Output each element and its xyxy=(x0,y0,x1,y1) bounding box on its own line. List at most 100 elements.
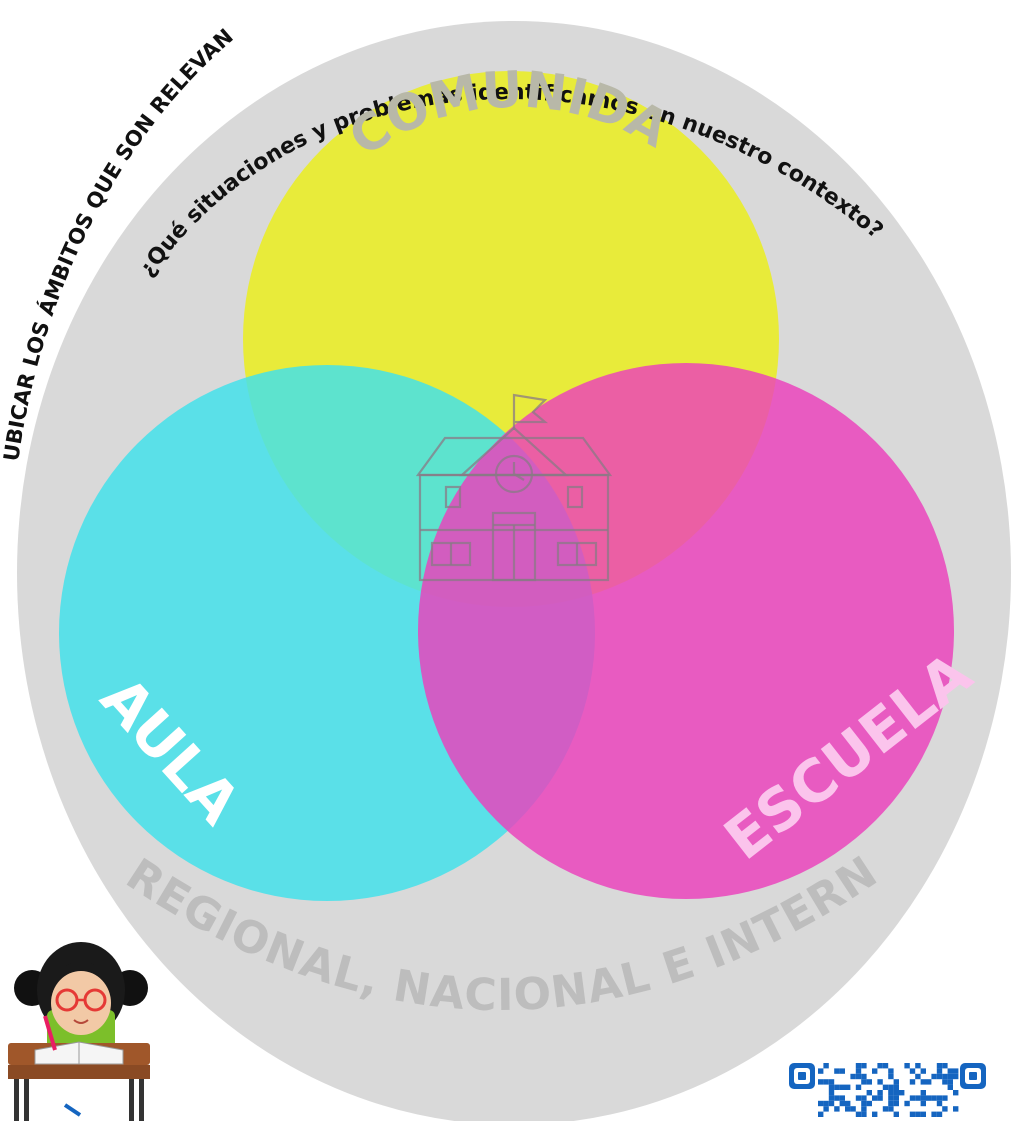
qr-module xyxy=(818,1100,824,1107)
qr-module xyxy=(855,1111,862,1117)
qr-module xyxy=(845,1084,851,1090)
qr-module xyxy=(834,1084,840,1090)
qr-module xyxy=(866,1100,872,1107)
qr-module xyxy=(888,1084,894,1090)
qr-module xyxy=(888,1073,894,1080)
qr-module xyxy=(855,1095,862,1101)
qr-module xyxy=(920,1095,926,1101)
qr-module xyxy=(823,1079,829,1085)
qr-module xyxy=(942,1063,948,1069)
qr-module xyxy=(920,1068,926,1074)
girl-writing-illustration xyxy=(8,942,150,1121)
qr-module xyxy=(893,1111,899,1117)
qr-module xyxy=(855,1084,862,1090)
qr-module xyxy=(882,1106,889,1112)
qr-module xyxy=(823,1063,829,1069)
qr-module xyxy=(947,1073,953,1080)
qr-module xyxy=(920,1090,926,1096)
qr-module xyxy=(828,1079,835,1085)
school-building-icon xyxy=(415,393,613,582)
qr-module xyxy=(866,1090,872,1096)
qr-module xyxy=(818,1111,824,1117)
qr-module xyxy=(936,1111,943,1117)
qr-module xyxy=(861,1095,867,1101)
qr-module xyxy=(877,1079,883,1085)
qr-module xyxy=(845,1100,851,1107)
qr-module xyxy=(947,1079,953,1085)
qr-module xyxy=(909,1068,916,1074)
qr-module xyxy=(953,1068,959,1074)
qr-module xyxy=(839,1095,845,1101)
qr-module xyxy=(893,1095,899,1101)
qr-module xyxy=(904,1100,910,1107)
qr-module xyxy=(931,1111,937,1117)
qr-module xyxy=(936,1063,943,1069)
qr-module xyxy=(915,1073,921,1080)
qr-module xyxy=(942,1073,948,1080)
qr-module xyxy=(888,1095,894,1101)
qr-module xyxy=(942,1079,948,1085)
qr-module xyxy=(936,1073,943,1080)
qr-module xyxy=(936,1068,943,1074)
qr-module xyxy=(931,1073,937,1080)
qr-module xyxy=(947,1084,953,1090)
qr-module xyxy=(855,1073,862,1080)
qr-module xyxy=(855,1063,862,1069)
qr-module xyxy=(909,1079,916,1085)
qr-module xyxy=(877,1063,883,1069)
qr-module xyxy=(877,1095,883,1101)
qr-module xyxy=(888,1090,894,1096)
qr-module xyxy=(953,1090,959,1096)
qr-module xyxy=(926,1079,932,1085)
qr-module xyxy=(888,1100,894,1107)
qr-module xyxy=(834,1068,840,1074)
qr-module xyxy=(834,1106,840,1112)
qr-module xyxy=(855,1068,862,1074)
qr-module xyxy=(893,1079,899,1085)
qr-module xyxy=(861,1106,867,1112)
qr-module xyxy=(834,1095,840,1101)
qr-code-modules xyxy=(818,1063,959,1117)
qr-module xyxy=(915,1095,921,1101)
qr-module xyxy=(823,1106,829,1112)
qr-module xyxy=(920,1100,926,1107)
qr-module xyxy=(861,1111,867,1117)
qr-module xyxy=(828,1095,835,1101)
qr-module xyxy=(850,1106,856,1112)
qr-module xyxy=(850,1073,856,1080)
qr-module xyxy=(942,1106,948,1112)
qr-module xyxy=(893,1090,899,1096)
qr-module xyxy=(872,1095,878,1101)
qr-module xyxy=(909,1095,916,1101)
qr-module xyxy=(942,1095,948,1101)
qr-module xyxy=(861,1100,867,1107)
qr-module xyxy=(888,1106,894,1112)
qr-module xyxy=(845,1106,851,1112)
qr-module xyxy=(936,1095,943,1101)
qr-module xyxy=(872,1111,878,1117)
qr-module xyxy=(861,1063,867,1069)
qr-module xyxy=(823,1100,829,1107)
qr-module xyxy=(818,1068,824,1074)
qr-module xyxy=(915,1063,921,1069)
qr-finder-top-right-eye xyxy=(969,1072,977,1080)
qr-module xyxy=(931,1095,937,1101)
qr-module xyxy=(953,1073,959,1080)
qr-module xyxy=(953,1106,959,1112)
qr-module xyxy=(828,1090,835,1096)
qr-module xyxy=(893,1084,899,1090)
qr-module xyxy=(828,1100,835,1107)
qr-module xyxy=(904,1063,910,1069)
circle-escuela xyxy=(418,363,954,899)
qr-module xyxy=(909,1111,916,1117)
qr-module xyxy=(893,1100,899,1107)
qr-module xyxy=(828,1084,835,1090)
qr-module xyxy=(926,1095,932,1101)
qr-module xyxy=(872,1068,878,1074)
qr-code xyxy=(789,1063,986,1117)
qr-module xyxy=(888,1068,894,1074)
qr-module xyxy=(920,1111,926,1117)
qr-module xyxy=(839,1084,845,1090)
